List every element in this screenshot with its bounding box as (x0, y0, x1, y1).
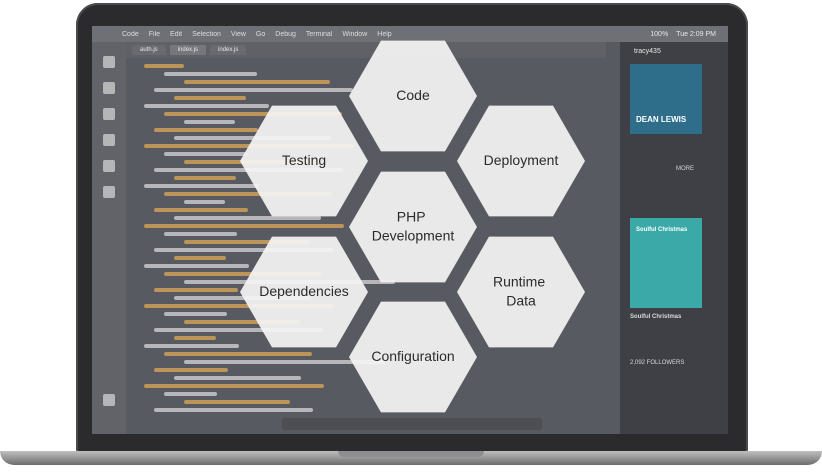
code-line (144, 224, 344, 228)
menubar-clock: Tue 2:09 PM (676, 30, 716, 38)
docker-icon[interactable] (103, 186, 115, 198)
extensions-icon[interactable] (103, 160, 115, 172)
code-line (174, 96, 246, 100)
laptop-base (0, 451, 822, 465)
code-line (144, 344, 239, 348)
code-line (154, 88, 353, 92)
menu-bar: Code File Edit Selection View Go Debug T… (92, 26, 728, 42)
menu-item-terminal[interactable]: Terminal (305, 30, 333, 38)
app-dock (282, 418, 542, 430)
album-title-primary: DEAN LEWIS (636, 115, 687, 124)
album-cover-secondary[interactable]: Soulful Christmas (630, 218, 702, 308)
activity-bar (92, 42, 126, 434)
menu-item-window[interactable]: Window (342, 30, 368, 38)
code-line (164, 272, 322, 276)
more-link[interactable]: MORE (676, 166, 694, 172)
code-line (154, 408, 313, 412)
code-line (164, 112, 342, 116)
settings-gear-icon[interactable] (103, 394, 115, 406)
files-icon[interactable] (103, 56, 115, 68)
code-line (174, 216, 321, 220)
menu-item-go[interactable]: Go (255, 30, 266, 38)
menu-item-app[interactable]: Code (122, 30, 139, 38)
code-line (184, 200, 225, 204)
menu-item-help[interactable]: Help (377, 30, 392, 38)
code-line (154, 248, 333, 252)
code-line (174, 256, 226, 260)
hex-testing-label: Testing (282, 152, 326, 168)
menu-item-selection[interactable]: Selection (192, 30, 221, 38)
code-line (174, 296, 311, 300)
code-line (144, 184, 259, 188)
hex-runtime-data (457, 236, 585, 348)
code-line (164, 392, 217, 396)
tab-index-js[interactable]: index.js (210, 45, 247, 55)
code-line (184, 320, 300, 324)
code-line (184, 400, 290, 404)
code-line (174, 376, 301, 380)
code-line (144, 384, 324, 388)
code-line (164, 152, 247, 156)
code-line (164, 232, 237, 236)
code-line (144, 304, 334, 308)
hex-dependencies-label: Dependencies (259, 283, 349, 299)
editor-tabs: auth.js index.js index.js (126, 42, 606, 58)
code-line (154, 368, 228, 372)
hex-testing (240, 105, 368, 217)
code-line (144, 104, 269, 108)
tab-index-js-active[interactable]: index.js (169, 45, 207, 55)
hex-code-label: Code (396, 87, 430, 103)
laptop-hinge-notch (338, 451, 484, 457)
album-cover-primary[interactable]: DEAN LEWIS (630, 64, 702, 134)
menu-item-debug[interactable]: Debug (275, 30, 296, 38)
debug-icon[interactable] (103, 134, 115, 146)
code-line (154, 128, 258, 132)
hex-center-php-development (349, 171, 477, 283)
album-title-secondary: Soulful Christmas (636, 227, 688, 233)
code-line (144, 64, 184, 68)
code-line (154, 328, 323, 332)
tab-auth-js[interactable]: auth.js (132, 45, 166, 55)
player-username[interactable]: tracy435 (634, 48, 661, 55)
code-line (184, 80, 330, 84)
code-line (184, 360, 385, 364)
code-line (174, 336, 216, 340)
menu-item-file[interactable]: File (148, 30, 161, 38)
code-line (144, 264, 249, 268)
hex-deployment (457, 105, 585, 217)
code-line (174, 136, 331, 140)
code-line (154, 288, 238, 292)
code-line (174, 176, 236, 180)
code-line (154, 208, 248, 212)
code-line (164, 72, 257, 76)
music-player-panel: tracy435 DEAN LEWIS MORE Soulful Christm… (620, 42, 728, 434)
battery-status: 100% (650, 30, 669, 38)
code-line (184, 240, 310, 244)
hex-center-label: PHP Development (372, 208, 455, 243)
menu-item-edit[interactable]: Edit (170, 30, 183, 38)
hex-runtime-data-label: Runtime Data (493, 273, 549, 308)
hex-configuration-label: Configuration (371, 348, 454, 364)
code-line (164, 192, 332, 196)
followers-count: 2,092 FOLLOWERS (630, 360, 685, 366)
hex-code (349, 40, 477, 152)
hex-deployment-label: Deployment (484, 152, 559, 168)
source-control-icon[interactable] (103, 108, 115, 120)
code-line (184, 120, 235, 124)
menu-item-view[interactable]: View (230, 30, 246, 38)
search-icon[interactable] (103, 82, 115, 94)
hex-configuration (349, 301, 477, 413)
playlist-caption: Soulful Christmas (630, 314, 682, 320)
code-line (164, 312, 227, 316)
hex-dependencies (240, 236, 368, 348)
code-line (164, 352, 312, 356)
